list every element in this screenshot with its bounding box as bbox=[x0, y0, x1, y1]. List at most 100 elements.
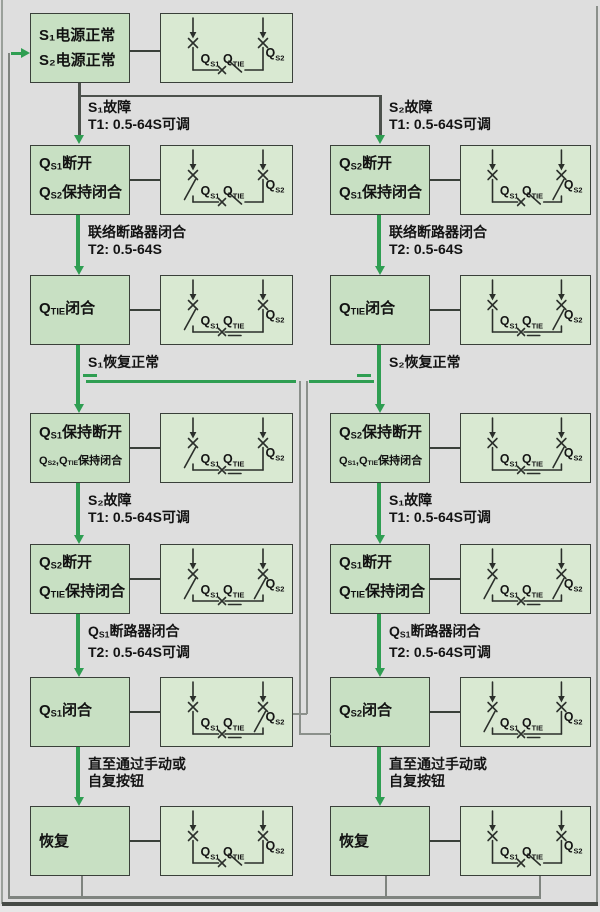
connector-left-row6 bbox=[130, 710, 160, 713]
state-box-right-row3: QTIE闭合 bbox=[330, 275, 430, 345]
svg-text:QS1: QS1 bbox=[500, 583, 519, 600]
state-box-left-row7: 恢复 bbox=[30, 806, 130, 876]
svg-text:QS2: QS2 bbox=[564, 446, 583, 463]
state-box-left-row6: QS1闭合 bbox=[30, 677, 130, 747]
connector-left-row2 bbox=[130, 178, 160, 181]
transition-line-right-3 bbox=[376, 345, 381, 404]
state-text: QS2闭合 bbox=[339, 701, 393, 719]
state-text: QS1断开 bbox=[39, 155, 93, 173]
transition-line-left-5 bbox=[75, 614, 80, 668]
frame-left-line bbox=[1, 0, 3, 904]
state-text: QTIE保持闭合 bbox=[39, 583, 126, 600]
transition-label-line: 联络断路器闭合 bbox=[389, 224, 487, 240]
state-text: QS2保持断开 bbox=[339, 424, 423, 442]
flow-arrow-right-5 bbox=[374, 668, 385, 677]
svg-text:QTIE: QTIE bbox=[522, 184, 543, 201]
state-box-left-row3: QTIE闭合 bbox=[30, 275, 130, 345]
svg-text:QTIE: QTIE bbox=[522, 716, 543, 733]
transition-line-right-5 bbox=[376, 614, 381, 668]
feedback-stub-right-restore bbox=[385, 876, 387, 897]
transition-label-left-6: 直至通过手动或自复按钮 bbox=[88, 756, 186, 790]
svg-text:QS2: QS2 bbox=[266, 839, 285, 856]
state-text: QTIE闭合 bbox=[39, 299, 96, 317]
connector-right-row4 bbox=[430, 446, 460, 449]
flow-arrow-right-2 bbox=[374, 266, 385, 275]
branch-line-top-right bbox=[379, 94, 382, 136]
transition-label-line: S₂故障 bbox=[88, 492, 132, 508]
transition-label-line: S₂恢复正常 bbox=[389, 354, 461, 370]
state-box-right-row7: 恢复 bbox=[330, 806, 430, 876]
connector-right-row6 bbox=[430, 710, 460, 713]
transition-label-line: T1: 0.5-64S可调 bbox=[88, 509, 190, 525]
state-text: 恢复 bbox=[339, 832, 370, 850]
svg-text:QS2: QS2 bbox=[266, 577, 285, 594]
svg-text:QS2: QS2 bbox=[564, 710, 583, 727]
state-text: QS1闭合 bbox=[39, 701, 93, 719]
flow-arrow-left-2 bbox=[73, 266, 84, 275]
svg-text:QS2: QS2 bbox=[266, 710, 285, 727]
transition-label-line: S₁故障 bbox=[389, 492, 433, 508]
svg-text:QS2: QS2 bbox=[564, 577, 583, 594]
svg-text:QS2: QS2 bbox=[266, 308, 285, 325]
flow-arrow-left-5 bbox=[73, 668, 84, 677]
connector-left-row7 bbox=[130, 839, 160, 842]
feedback-line-bottom bbox=[8, 896, 541, 899]
svg-text:QS1: QS1 bbox=[201, 52, 220, 69]
connector-left-row4 bbox=[130, 446, 160, 449]
svg-text:QTIE: QTIE bbox=[223, 184, 244, 201]
svg-text:QTIE: QTIE bbox=[223, 452, 244, 469]
crossover-line bbox=[86, 380, 374, 383]
transition-label-line: 直至通过手动或 bbox=[389, 756, 487, 772]
svg-text:QS2: QS2 bbox=[564, 839, 583, 856]
svg-text:QTIE: QTIE bbox=[522, 583, 543, 600]
state-text: QTIE闭合 bbox=[339, 299, 396, 317]
flow-arrow-left-6 bbox=[73, 797, 84, 806]
center-stub-to-left-circuit bbox=[293, 712, 307, 715]
state-text: QS1断开 bbox=[339, 554, 393, 572]
connector-start bbox=[130, 50, 160, 52]
svg-text:QTIE: QTIE bbox=[522, 452, 543, 469]
transition-label-line: 联络断路器闭合 bbox=[88, 224, 186, 240]
connector-right-row5 bbox=[430, 577, 460, 580]
transition-label-line: S₁故障 bbox=[88, 99, 132, 115]
transition-label-line: T1: 0.5-64S可调 bbox=[88, 116, 190, 132]
flow-arrow-right-3 bbox=[374, 404, 385, 413]
state-text: QS1保持闭合 bbox=[339, 184, 423, 201]
transition-label-right-3: S₂恢复正常 bbox=[389, 354, 461, 371]
flow-arrow-right-6 bbox=[374, 797, 385, 806]
state-text: QS2断开 bbox=[339, 155, 393, 173]
transition-label-line: QS1断路器闭合 bbox=[389, 623, 481, 640]
transition-label-line: T1: 0.5-64S可调 bbox=[389, 116, 491, 132]
connector-right-row2 bbox=[430, 178, 460, 181]
crossover-gap-patch bbox=[296, 377, 309, 386]
center-stub-to-right-box bbox=[299, 732, 331, 735]
state-text: QS1,QTIE保持闭合 bbox=[339, 454, 423, 467]
transition-label-line: T2: 0.5-64S bbox=[88, 241, 162, 257]
frame-right-line bbox=[596, 6, 598, 904]
svg-text:QTIE: QTIE bbox=[223, 845, 244, 862]
transition-label-line: T2: 0.5-64S可调 bbox=[88, 643, 190, 660]
flow-arrow-left-4 bbox=[73, 535, 84, 544]
